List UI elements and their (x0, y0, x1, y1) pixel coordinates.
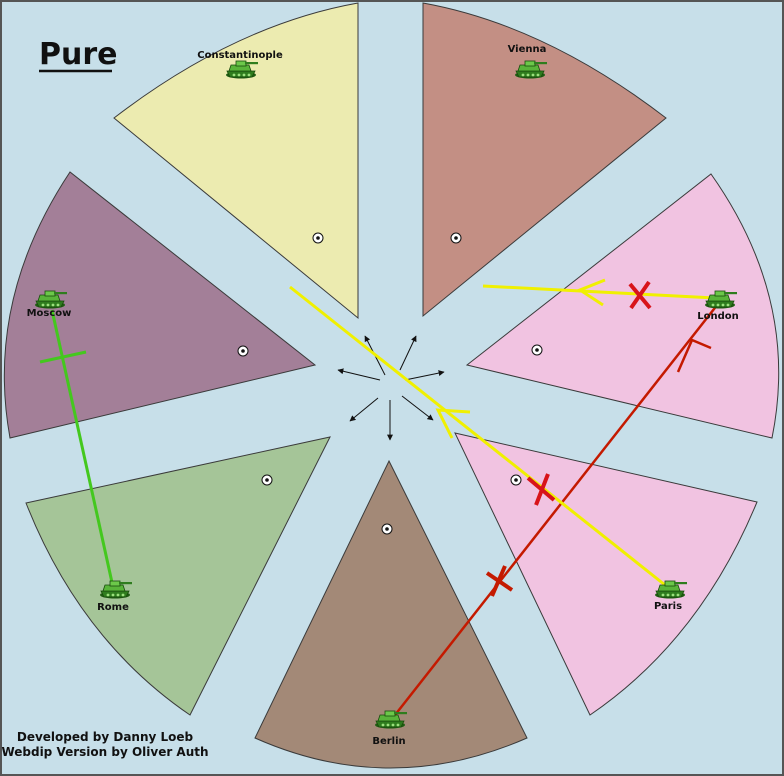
territory-vienna[interactable] (422, 2, 667, 318)
order-paris-constantinople (289, 285, 666, 587)
arrow-icon (401, 395, 434, 421)
territory-london[interactable] (465, 173, 780, 439)
arrow-icon (337, 368, 381, 381)
territory-moscow[interactable] (3, 171, 317, 439)
supply-center-icon (381, 523, 393, 535)
credit-line: Developed by Danny Loeb (17, 730, 194, 744)
failed-x-icon (628, 280, 652, 310)
territory-rome[interactable] (25, 436, 331, 716)
territory-label: Constantinople (197, 50, 283, 61)
territory-label: Moscow (27, 308, 72, 319)
credit-line: Webdip Version by Oliver Auth (1, 745, 208, 759)
territory-label: London (697, 311, 739, 322)
supply-center-icon (237, 345, 249, 357)
territory-label: Berlin (372, 736, 405, 747)
arrow-icon (349, 397, 379, 422)
supply-center-icon (510, 474, 522, 486)
failed-x-icon (526, 473, 556, 506)
supply-center-icon (312, 232, 324, 244)
supply-center-icon (531, 344, 543, 356)
order-rome-support-moscow (39, 309, 115, 588)
arrow-icon (399, 335, 417, 371)
territory-label: Rome (97, 602, 129, 613)
territory-constantinople[interactable] (113, 2, 359, 320)
territory-berlin[interactable] (254, 459, 528, 769)
failed-x-icon (485, 565, 514, 597)
order-berlin-london (394, 294, 726, 716)
supply-center-icon (450, 232, 462, 244)
arrow-icon (404, 370, 445, 381)
territory-label: Vienna (508, 44, 547, 55)
map-title: Pure (39, 37, 118, 72)
order-london-vienna (482, 278, 716, 310)
supply-center-icon (261, 474, 273, 486)
territory-label: Paris (654, 601, 682, 612)
territory-paris[interactable] (454, 432, 758, 716)
